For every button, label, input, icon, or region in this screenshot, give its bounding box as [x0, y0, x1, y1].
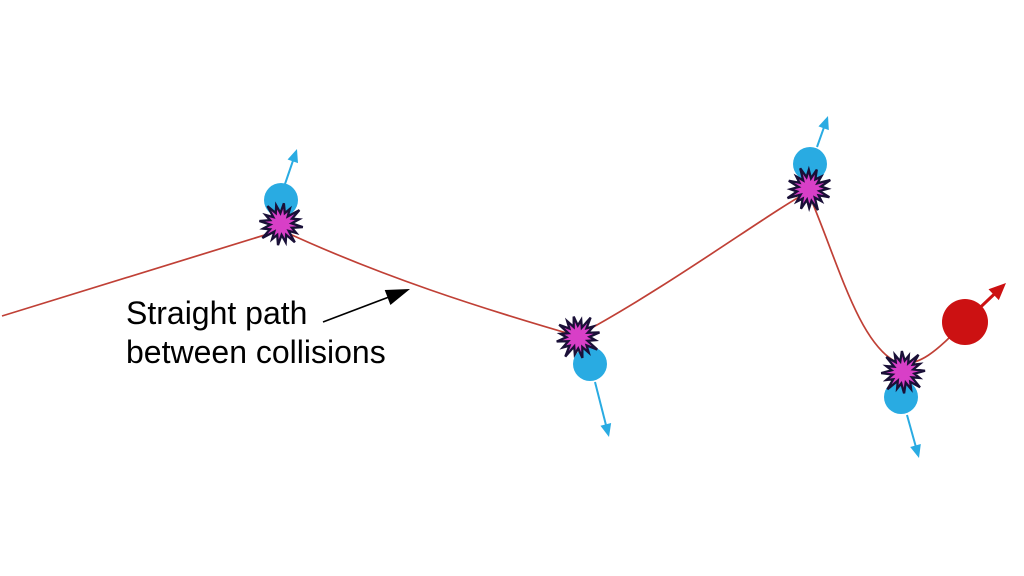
collision-2-molecule	[573, 347, 607, 381]
label-pointer-arrow-head	[384, 289, 410, 305]
straight-path-label-line2: between collisions	[126, 334, 386, 370]
collision-1-recoil-arrow-head	[287, 149, 298, 164]
collision-2-recoil-arrow-shaft	[594, 381, 608, 428]
collision-3-recoil-arrow-shaft	[816, 125, 826, 148]
particle-direction-arrow-head	[988, 283, 1006, 301]
collision-1-burst-icon	[259, 201, 304, 247]
collision-3-burst-icon	[786, 165, 832, 212]
collision-2-burst-icon	[556, 316, 600, 359]
collision-4-recoil-arrow-shaft	[906, 414, 918, 449]
straight-path-label-line1: Straight path	[126, 295, 308, 331]
collision-2-recoil-arrow-head	[600, 423, 612, 437]
label-pointer-arrow-shaft	[322, 295, 391, 323]
collision-4-recoil-arrow-head	[910, 444, 921, 458]
straight-path-label: Straight path between collisions	[126, 294, 386, 372]
collision-1-recoil-arrow-shaft	[284, 158, 295, 185]
collision-4-burst-icon	[880, 350, 926, 394]
particle-direction-arrow-shaft	[966, 291, 997, 321]
collision-3-recoil-arrow-head	[818, 116, 829, 131]
